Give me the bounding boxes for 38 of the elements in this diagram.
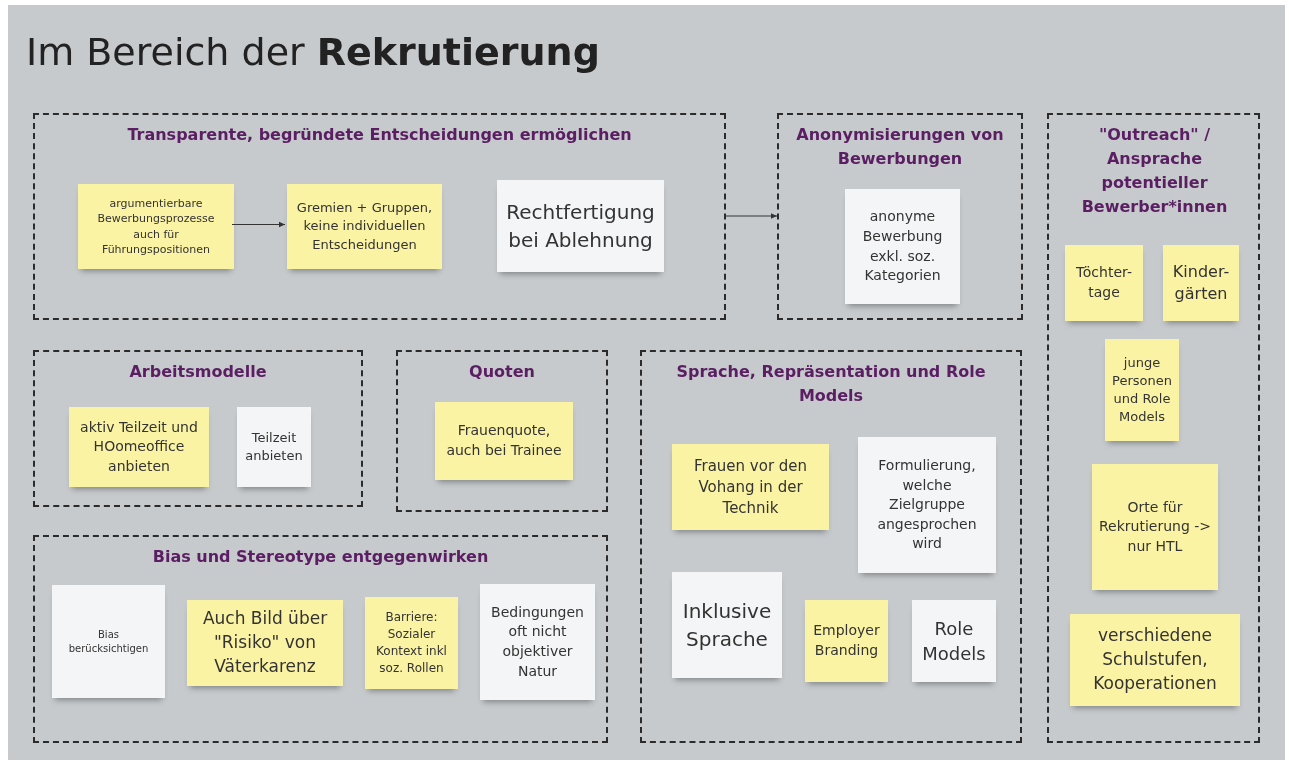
sticky-note: Frauenquote, auch bei Trainee bbox=[435, 402, 573, 480]
group-heading: Arbeitsmodelle bbox=[128, 361, 268, 383]
group-heading: Sprache, Repräsentation und Role Models bbox=[675, 361, 987, 407]
dashed-group-frame bbox=[33, 350, 363, 507]
group-heading: Quoten bbox=[468, 361, 536, 383]
title: Im Bereich der Rekrutierung bbox=[26, 30, 600, 74]
sticky-note: Barriere: Sozialer Kontext inkl soz. Rollen bbox=[365, 597, 458, 689]
sticky-note: Gremien + Gruppen, keine individuellen Entscheidungen bbox=[287, 184, 442, 269]
group-heading: Transparente, begründete Entscheidungen ermöglichen bbox=[126, 124, 633, 146]
sticky-note: Bias berücksichtigen bbox=[52, 585, 165, 698]
dashed-group-frame bbox=[33, 113, 726, 320]
sticky-note: Rechtfertigung bei Ablehnung bbox=[497, 180, 664, 272]
sticky-note: junge Personen und Role Models bbox=[1105, 339, 1179, 441]
arrow bbox=[231, 221, 286, 228]
sticky-note: Inklusive Sprache bbox=[672, 572, 782, 678]
arrow bbox=[725, 213, 778, 219]
sticky-note: Auch Bild über "Risiko" von Väterkarenz bbox=[187, 600, 343, 686]
sticky-note: argumentierbare Bewerbungsprozesse auch für Führungspositionen bbox=[78, 184, 234, 269]
dashed-group-frame bbox=[1047, 113, 1260, 743]
dashed-group-frame bbox=[396, 350, 608, 512]
sticky-note: Formulierung, welche Zielgruppe angesprochen wird bbox=[858, 437, 996, 573]
dashed-group-frame bbox=[640, 350, 1022, 743]
sticky-note: aktiv Teilzeit und HOomeoffice anbieten bbox=[69, 407, 209, 487]
sticky-note: Töchter-tage bbox=[1065, 245, 1143, 321]
sticky-note: verschiedene Schulstufen, Kooperationen bbox=[1070, 614, 1240, 706]
sticky-note: Teilzeit anbieten bbox=[237, 407, 311, 487]
sticky-note: Bedingungen oft nicht objektiver Natur bbox=[480, 584, 595, 700]
sticky-note: Role Models bbox=[912, 600, 996, 682]
sticky-note: anonyme Bewerbung exkl. soz. Kategorien bbox=[845, 189, 960, 304]
sticky-note: Orte für Rekrutierung -> nur HTL bbox=[1092, 464, 1218, 590]
dashed-group-frame bbox=[33, 535, 608, 743]
dashed-group-frame bbox=[777, 113, 1023, 320]
group-heading: "Outreach" / Ansprache potentieller Bewerber*innen bbox=[1080, 124, 1229, 218]
group-heading: Bias und Stereotype entgegenwirken bbox=[151, 546, 490, 568]
sticky-note: Kinder-gärten bbox=[1163, 245, 1239, 321]
group-heading: Anonymisierungen von Bewerbungen bbox=[795, 124, 1005, 170]
sticky-note: Employer Branding bbox=[805, 600, 888, 682]
sticky-note: Frauen vor den Vohang in der Technik bbox=[672, 444, 829, 530]
